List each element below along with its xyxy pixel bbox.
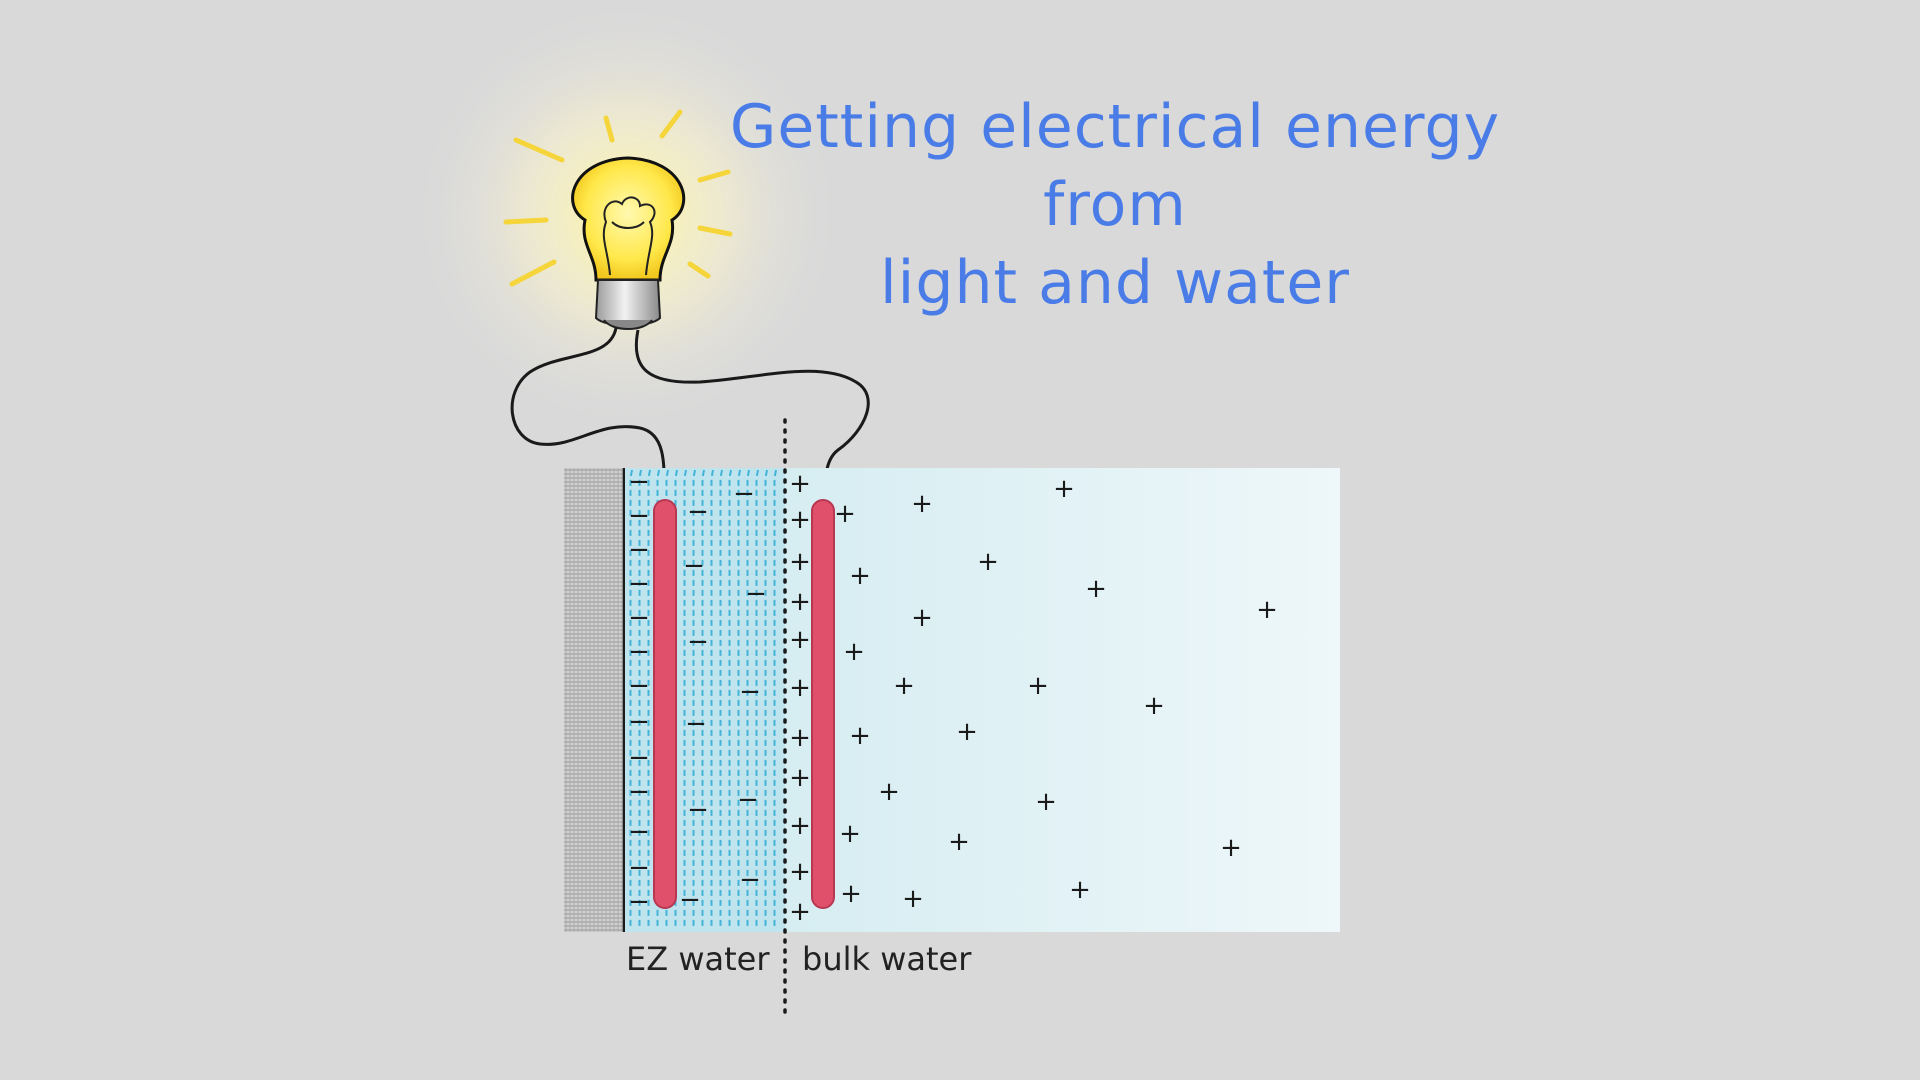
bulb-rays <box>503 109 733 287</box>
positive-charge: + <box>789 505 811 535</box>
positive-charge: + <box>839 819 861 849</box>
positive-charge: + <box>789 625 811 655</box>
negative-charge: − <box>687 627 709 657</box>
positive-charge: + <box>893 671 915 701</box>
circuit-wires <box>510 327 870 506</box>
negative-charge: − <box>628 535 650 565</box>
ez-stripe <box>737 469 741 926</box>
positive-charge: + <box>1027 671 1049 701</box>
negative-charges: −−−−−−−−−−−−−−−−−−−−−−−− <box>628 467 767 917</box>
positive-charge: + <box>1085 574 1107 604</box>
positive-charge: + <box>789 723 811 753</box>
negative-charge: − <box>739 677 761 707</box>
positive-charge: + <box>948 827 970 857</box>
negative-charge: − <box>628 603 650 633</box>
positive-charge: + <box>789 673 811 703</box>
bulk-water-label: bulk water <box>802 940 972 978</box>
hydrophilic-surface <box>564 468 624 932</box>
positive-charge: + <box>1220 833 1242 863</box>
negative-charge: − <box>679 885 701 915</box>
negative-charge: − <box>737 785 759 815</box>
diagram-title: Getting electrical energy from light and… <box>680 88 1550 322</box>
positive-charge: + <box>1069 875 1091 905</box>
negative-charge: − <box>628 671 650 701</box>
negative-charge: − <box>685 709 707 739</box>
positive-charge: + <box>789 587 811 617</box>
negative-charge: − <box>628 637 650 667</box>
positive-charge: + <box>878 777 900 807</box>
ez-stripe <box>764 469 768 926</box>
ez-stripe <box>629 469 633 926</box>
title-line-1: Getting electrical energy <box>729 92 1501 162</box>
positive-charge: + <box>789 469 811 499</box>
positive-charge: + <box>1143 691 1165 721</box>
positive-charge: + <box>911 603 933 633</box>
title-line-3: light and water <box>880 248 1350 318</box>
positive-charge: + <box>911 489 933 519</box>
positive-charge: + <box>789 811 811 841</box>
ez-stripe <box>701 469 705 926</box>
bulk-water-region <box>785 468 1340 932</box>
negative-charge: − <box>628 853 650 883</box>
positive-charge: + <box>840 879 862 909</box>
negative-charge: − <box>628 817 650 847</box>
negative-charge: − <box>628 777 650 807</box>
ez-water-region <box>625 468 785 932</box>
positive-charge: + <box>902 884 924 914</box>
ez-stripe <box>728 469 732 926</box>
bulk-electrode <box>811 499 835 909</box>
negative-charge: − <box>628 569 650 599</box>
positive-charges: + + + + + + + + + + + + + + + + + + + + + + + + + + + + + + + + + <box>789 469 1278 927</box>
negative-charge: − <box>628 887 650 917</box>
negative-charge: − <box>628 743 650 773</box>
negative-charge: − <box>687 795 709 825</box>
ez-water-label: EZ water <box>626 940 770 978</box>
negative-charge: − <box>687 497 709 527</box>
positive-charge: + <box>849 561 871 591</box>
positive-charge: + <box>789 547 811 577</box>
positive-charge: + <box>849 721 871 751</box>
positive-charge: + <box>1035 787 1057 817</box>
ez-stripe <box>692 469 696 926</box>
ez-stripe <box>746 469 750 926</box>
positive-charge: + <box>789 763 811 793</box>
ez-stripe <box>719 469 723 926</box>
negative-charge: − <box>739 865 761 895</box>
ez-stripe <box>638 469 642 926</box>
negative-charge: − <box>628 501 650 531</box>
positive-charge: + <box>956 717 978 747</box>
negative-charge: − <box>628 707 650 737</box>
positive-charge: + <box>977 547 999 577</box>
negative-charge: − <box>683 551 705 581</box>
positive-charge: + <box>843 637 865 667</box>
ez-stripe <box>755 469 759 926</box>
ez-electrode <box>653 499 677 909</box>
light-bulb-icon <box>571 156 686 330</box>
ez-stripe <box>710 469 714 926</box>
positive-charge: + <box>789 857 811 887</box>
negative-charge: − <box>745 579 767 609</box>
positive-charge: + <box>834 499 856 529</box>
title-line-2: from <box>1043 170 1187 240</box>
negative-charge: − <box>733 479 755 509</box>
positive-charge: + <box>1053 474 1075 504</box>
ez-stripe <box>773 469 777 926</box>
negative-charge: − <box>628 467 650 497</box>
ez-stripe <box>647 469 651 926</box>
positive-charge: + <box>789 897 811 927</box>
ez-stripe <box>683 469 687 926</box>
positive-charge: + <box>1256 595 1278 625</box>
